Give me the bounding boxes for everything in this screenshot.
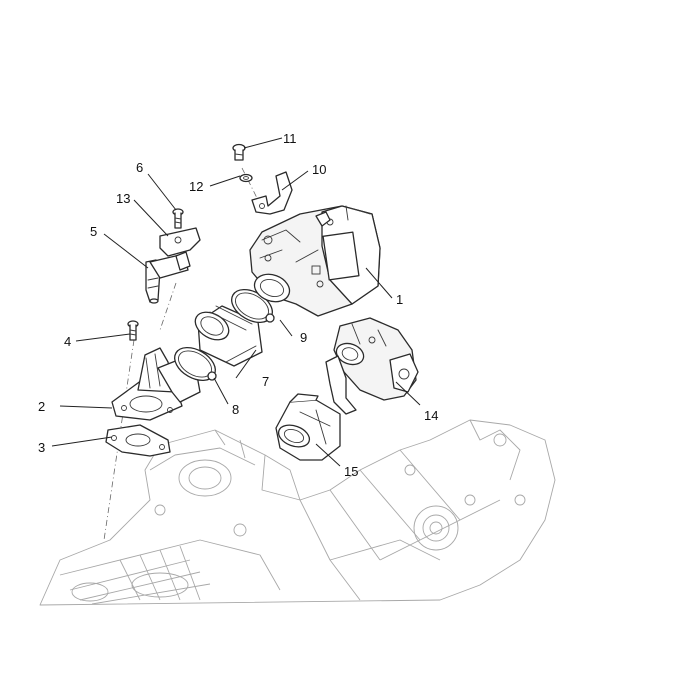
assembly-axes: [103, 167, 259, 541]
callout-2: 2: [38, 399, 45, 414]
callout-5: 5: [90, 224, 97, 239]
callout-1: 1: [396, 292, 403, 307]
callout-8: 8: [232, 402, 239, 417]
part-rubber-sleeve: [194, 305, 263, 367]
part-injector: [145, 251, 191, 304]
part-clamp-8: [174, 346, 217, 382]
callout-labels: 1 2 3 4 5 6 7 8 9 10 11 12 13 14 15: [38, 131, 438, 479]
engine-crankcase: [39, 419, 556, 606]
callout-15: 15: [344, 464, 358, 479]
part-washer-12: [239, 173, 253, 183]
callout-13: 13: [116, 191, 130, 206]
part-screw-11: [232, 143, 246, 161]
part-bolt-4: [127, 320, 139, 341]
callout-7: 7: [262, 374, 269, 389]
callout-9: 9: [300, 330, 307, 345]
part-screw-6: [172, 208, 184, 229]
part-throttle-body: [249, 205, 381, 317]
callout-12: 12: [189, 179, 203, 194]
callout-6: 6: [136, 160, 143, 175]
part-cable-holder: [251, 171, 293, 215]
part-intake-sleeve: [275, 393, 341, 461]
part-gasket: [105, 424, 171, 457]
callout-11: 11: [283, 131, 297, 146]
part-throttle-body-assembly: [325, 317, 419, 415]
callout-4: 4: [64, 334, 71, 349]
callout-14: 14: [424, 408, 438, 423]
callout-10: 10: [312, 162, 326, 177]
callout-3: 3: [38, 440, 45, 455]
leader-lines: [51, 137, 421, 467]
part-injector-bracket: [159, 227, 201, 257]
